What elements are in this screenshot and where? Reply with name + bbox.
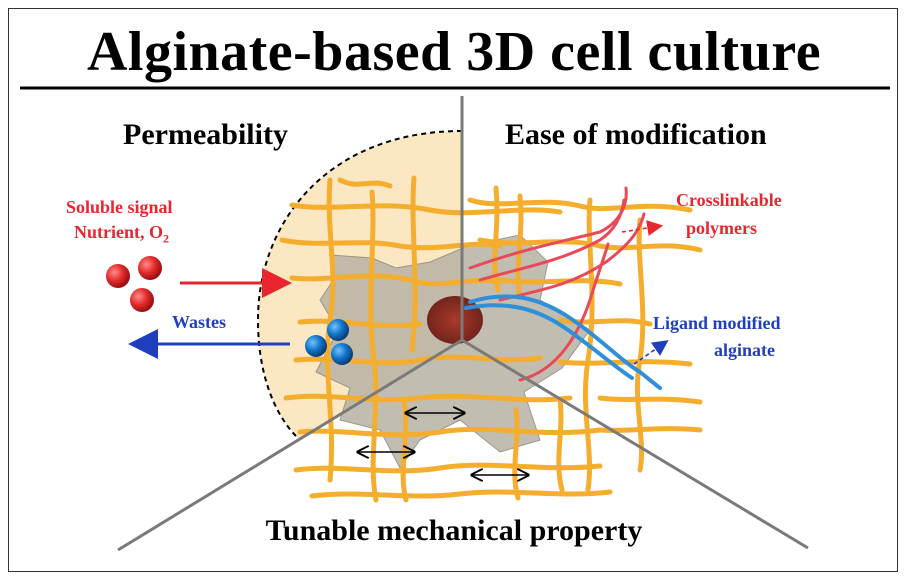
- figure-title: Alginate-based 3D cell culture: [86, 21, 822, 83]
- waste-spheres: [305, 319, 353, 365]
- divider-lower-right: [461, 338, 809, 550]
- mesh-spacing-arrows: [358, 413, 528, 475]
- label-nutrient-subscript: 2: [163, 231, 169, 246]
- ligand-modified-alginate: [464, 294, 662, 390]
- alginate-fibers: [279, 175, 703, 503]
- section-ease-of-modification: Ease of modification: [505, 118, 767, 151]
- label-nutrient: Nutrient, O2: [74, 222, 169, 247]
- label-polymers: polymers: [686, 218, 757, 238]
- label-soluble-signal: Soluble signal: [66, 197, 173, 217]
- section-permeability: Permeability: [123, 118, 288, 151]
- label-crosslinkable: Crosslinkable: [676, 190, 782, 210]
- soluble-signal-spheres: [106, 256, 162, 312]
- figure-frame: [8, 8, 898, 572]
- label-alginate: alginate: [714, 340, 775, 360]
- label-nutrient-text: Nutrient, O: [74, 222, 163, 242]
- label-wastes: Wastes: [172, 312, 226, 332]
- halo-dashed-boundary: [256, 130, 463, 441]
- label-ligand-modified: Ligand modified: [653, 313, 781, 333]
- crosslinkable-polymers: [468, 186, 646, 382]
- cell-nucleus: [427, 296, 483, 344]
- divider-lower-left: [117, 338, 463, 552]
- section-tunable-mechanical-property: Tunable mechanical property: [265, 514, 643, 547]
